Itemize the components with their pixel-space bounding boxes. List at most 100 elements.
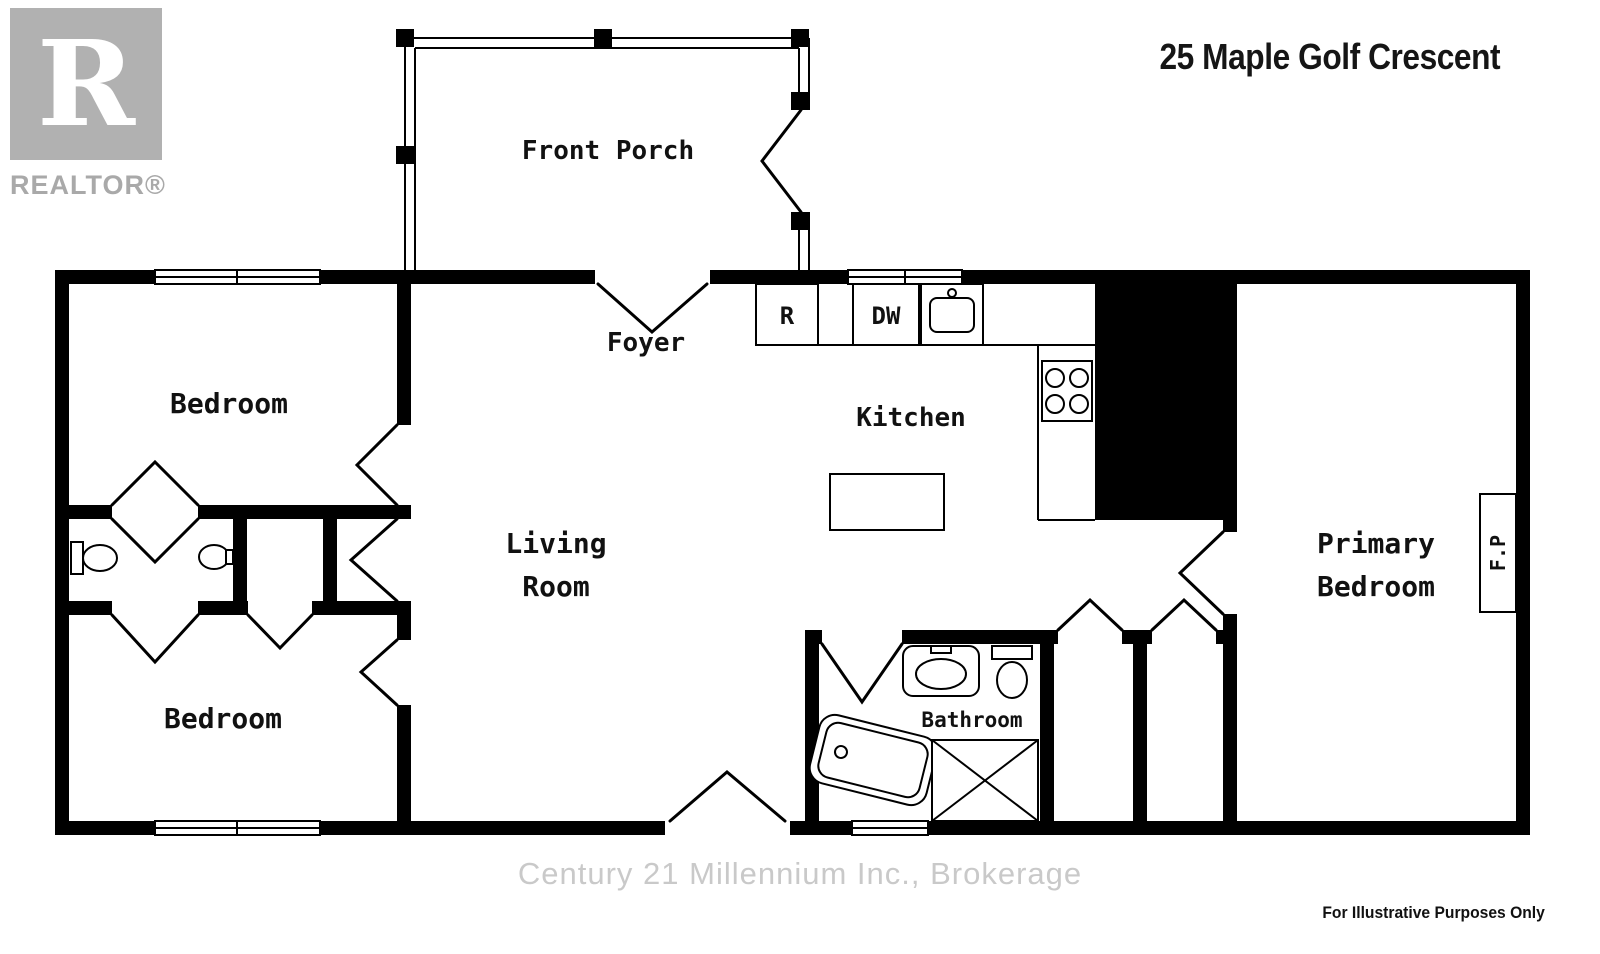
wall-segment <box>1216 630 1237 644</box>
wall-segment <box>55 270 69 835</box>
wall-segment <box>320 821 665 835</box>
wall-segment <box>198 505 397 519</box>
kitchen-label: Kitchen <box>856 403 966 433</box>
toilet-bowl <box>82 544 118 572</box>
fireplace-box <box>1479 493 1517 613</box>
wall-segment <box>397 284 411 425</box>
shower <box>931 739 1039 822</box>
kitchen-island <box>829 473 945 531</box>
front-porch-label: Front Porch <box>522 136 694 166</box>
window <box>154 820 321 836</box>
bathtub <box>808 713 938 807</box>
door-swing-hall <box>110 613 200 665</box>
refrigerator-label: R <box>780 302 795 330</box>
wall-segment <box>397 505 411 519</box>
door-swing-closet-1 <box>1056 597 1124 632</box>
kitchen-faucet-icon <box>947 288 957 298</box>
front-porch <box>396 29 810 270</box>
page-title: 25 Maple Golf Crescent <box>1159 36 1500 77</box>
realtor-logo-mark: R <box>10 8 162 160</box>
toilet-bowl <box>996 661 1028 699</box>
wall-segment <box>198 601 248 615</box>
wall-segment <box>69 601 112 615</box>
primary-bedroom-label-line2: Bedroom <box>1317 570 1435 603</box>
cooktop-burner-icon <box>1069 394 1089 414</box>
wall-segment <box>1122 630 1152 644</box>
door-swing-porch-entry <box>760 108 803 214</box>
door-swing-bath-left-b <box>110 517 200 565</box>
toilet-tank <box>991 645 1033 660</box>
porch-post <box>396 146 414 164</box>
wall-segment <box>397 601 411 640</box>
window <box>154 269 321 285</box>
doors <box>110 108 1225 823</box>
door-swing-foyer <box>596 282 709 334</box>
dishwasher-box <box>852 283 920 346</box>
porch-post <box>396 29 414 47</box>
cooktop-burner-icon <box>1069 368 1089 388</box>
door-swing-bath-left-a <box>110 459 200 507</box>
door-swing-closet-2 <box>1150 597 1218 632</box>
wall-segment <box>312 601 397 615</box>
wall-segment <box>233 519 247 601</box>
wall-segment <box>55 821 155 835</box>
wall-segment <box>1516 270 1530 835</box>
door-swing-bedroom-bottom <box>358 638 399 707</box>
wall-segment <box>962 270 1530 284</box>
wall-segment <box>1223 614 1237 835</box>
wall-segment <box>323 519 337 601</box>
disclaimer-text: For Illustrative Purposes Only <box>1322 903 1545 922</box>
wall-segment <box>1223 520 1237 532</box>
wall-segment <box>1133 644 1147 835</box>
walls <box>55 270 1530 835</box>
wall-segment <box>805 644 819 835</box>
door-swing-primary <box>1177 530 1225 616</box>
bedroom-top-label: Bedroom <box>170 387 288 420</box>
vanity-faucet-icon <box>930 645 952 654</box>
sink-faucet-icon <box>225 549 234 565</box>
cooktop-burner-icon <box>1045 394 1065 414</box>
primary-bedroom-label-line1: Primary <box>1317 527 1435 560</box>
wall-segment <box>69 505 112 519</box>
wall-segment <box>902 630 1058 644</box>
wall-segment <box>1040 644 1054 835</box>
cooktop-burner-icon <box>1045 368 1065 388</box>
porch-post <box>791 92 809 110</box>
main-bathroom-fixtures <box>808 645 1039 822</box>
kitchen-sink-box <box>920 283 984 346</box>
bedroom-bottom-label: Bedroom <box>164 702 282 735</box>
dishwasher-label: DW <box>872 302 901 330</box>
porch-post <box>791 212 809 230</box>
bathroom-label: Bathroom <box>921 708 1022 732</box>
foyer-label: Foyer <box>607 328 685 358</box>
window <box>851 820 929 836</box>
wall-segment <box>710 270 848 284</box>
wall-segment <box>55 270 155 284</box>
wall-segment <box>397 705 411 835</box>
realtor-logo: R REALTOR® <box>10 8 166 201</box>
windows <box>154 269 963 836</box>
realtor-logo-letter: R <box>36 14 136 153</box>
room-labels: Front Porch Foyer Bedroom Kitchen Living… <box>164 136 1435 735</box>
kitchen-fixtures <box>755 283 1095 531</box>
brokerage-watermark: Century 21 Millennium Inc., Brokerage <box>517 856 1083 891</box>
door-swing-bedroom-top <box>354 423 399 507</box>
door-swing-living-rear <box>668 770 787 823</box>
fireplace: F.P <box>1479 493 1517 613</box>
wall-segment <box>805 630 822 644</box>
toilet-tank <box>70 541 84 575</box>
living-room-label-line1: Living <box>505 527 606 560</box>
porch-post <box>594 29 612 47</box>
vanity-sink-basin <box>915 658 967 690</box>
kitchen-block <box>1095 284 1237 520</box>
realtor-wordmark: REALTOR® <box>10 170 166 200</box>
refrigerator-box <box>755 283 819 346</box>
living-room-label-line2: Room <box>522 570 589 603</box>
wall-segment <box>790 821 852 835</box>
wall-segment <box>320 270 595 284</box>
sink-basin <box>198 544 230 570</box>
left-bathroom-fixtures <box>70 541 234 575</box>
door-swing-closet-niche <box>348 517 399 603</box>
